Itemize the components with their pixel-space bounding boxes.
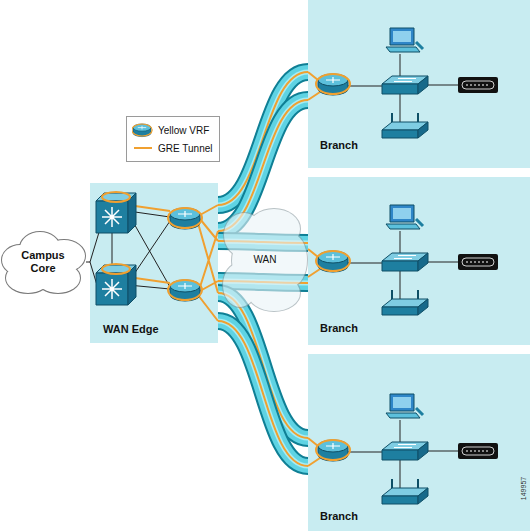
campus-core-cloud: Campus Core xyxy=(0,226,86,298)
vrf-router-icon xyxy=(132,122,154,138)
watermark: 149957 xyxy=(520,472,527,506)
tunnel-stroke xyxy=(218,321,308,466)
branch-panel: Branch xyxy=(308,0,530,168)
cloud-label: WAN xyxy=(252,254,279,266)
campus-core-cloud-drawing xyxy=(2,232,85,293)
branch-panel: Branch xyxy=(308,177,530,345)
legend-box: Yellow VRF GRE Tunnel xyxy=(126,116,220,162)
wan-edge-panel-drawing xyxy=(90,192,218,321)
branch-panel: Branch xyxy=(308,354,530,531)
legend-text: GRE Tunnel xyxy=(158,143,212,154)
legend-row: GRE Tunnel xyxy=(132,139,212,157)
tunnel-stroke xyxy=(218,321,308,466)
panel-label: Branch xyxy=(320,139,358,152)
legend-row: Yellow VRF xyxy=(132,121,212,139)
branch-panel-drawing xyxy=(308,394,498,504)
gre-line-sample xyxy=(132,140,154,156)
wan-edge-panel: WAN Edge xyxy=(90,183,218,343)
cloud-label: Campus Core xyxy=(14,249,72,274)
tunnel-stroke xyxy=(218,321,308,466)
branch-panel-art xyxy=(308,354,530,531)
branch-panel-drawing xyxy=(308,205,498,315)
legend-text: Yellow VRF xyxy=(158,125,209,136)
branch-panel-art xyxy=(308,177,530,345)
tunnel-stroke xyxy=(218,321,308,466)
panel-label: Branch xyxy=(320,510,358,523)
panel-label: Branch xyxy=(320,322,358,335)
branch-panel-drawing xyxy=(308,28,498,138)
wan-cloud-drawing xyxy=(223,209,307,311)
gre-tunnel-tube xyxy=(218,321,308,466)
wan-edge-panel-art xyxy=(90,183,218,343)
wan-cloud: WAN xyxy=(222,205,308,315)
panel-label: WAN Edge xyxy=(103,323,159,336)
